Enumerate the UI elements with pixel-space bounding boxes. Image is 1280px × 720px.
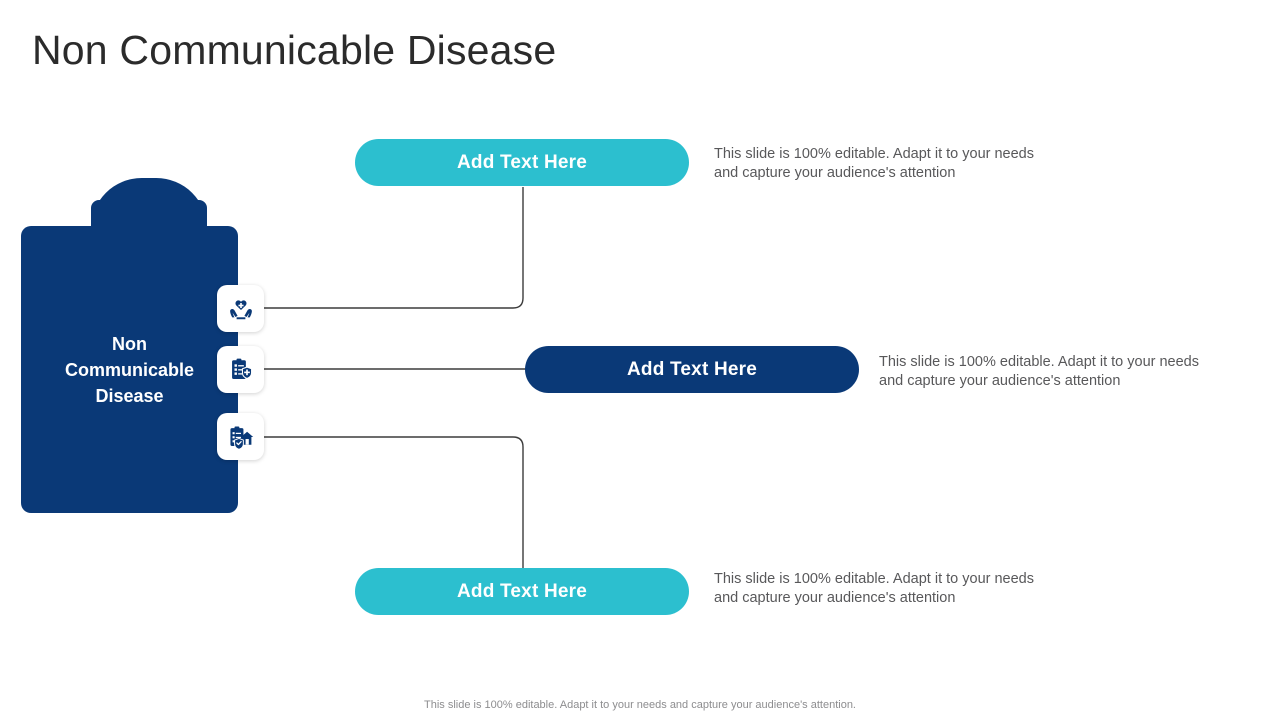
medical-record-shield-icon — [228, 357, 254, 383]
branch-description-2: This slide is 100% editable. Adapt it to… — [879, 354, 1199, 389]
footer-note: This slide is 100% editable. Adapt it to… — [424, 699, 856, 711]
branch-pill-3[interactable]: Add Text Here — [355, 568, 689, 615]
branch-icon-badge-3[interactable] — [217, 413, 264, 460]
page-title: Non Communicable Disease — [32, 27, 557, 73]
connector-branch-3 — [264, 436, 524, 568]
center-card-label: Non Communicable Disease — [64, 333, 195, 406]
branch-icon-badge-2[interactable] — [217, 346, 264, 393]
branch-description-3: This slide is 100% editable. Adapt it to… — [714, 571, 1034, 606]
center-clipboard-card: Non Communicable Disease — [21, 178, 238, 513]
branch-pill-2[interactable]: Add Text Here — [525, 346, 859, 393]
hands-holding-heart-medical-icon — [228, 296, 254, 322]
branch-pill-1[interactable]: Add Text Here — [355, 139, 689, 186]
branch-description-1: This slide is 100% editable. Adapt it to… — [714, 146, 1034, 181]
branch-icon-badge-1[interactable] — [217, 285, 264, 332]
clipboard-board: Non Communicable Disease — [21, 226, 238, 513]
connector-branch-1 — [264, 187, 524, 309]
home-health-checklist-icon — [228, 424, 254, 450]
